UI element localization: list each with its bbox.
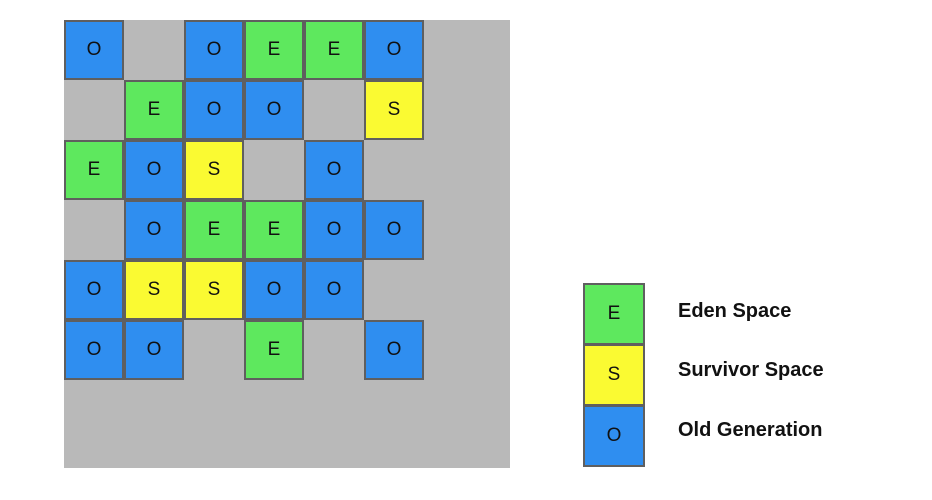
legend-label-old: Old Generation xyxy=(678,419,823,441)
eden-region: E xyxy=(184,200,244,260)
legend-swatch-eden: E xyxy=(583,283,645,345)
survivor-region: S xyxy=(364,80,424,140)
old-region: O xyxy=(64,20,124,80)
old-region: O xyxy=(304,200,364,260)
survivor-region: S xyxy=(124,260,184,320)
old-region: O xyxy=(124,200,184,260)
old-region: O xyxy=(364,320,424,380)
old-region: O xyxy=(64,260,124,320)
old-region: O xyxy=(244,260,304,320)
survivor-region: S xyxy=(184,140,244,200)
old-region: O xyxy=(124,140,184,200)
eden-region: E xyxy=(244,200,304,260)
legend-label-eden: Eden Space xyxy=(678,300,792,322)
old-region: O xyxy=(184,80,244,140)
old-region: O xyxy=(124,320,184,380)
old-region: O xyxy=(244,80,304,140)
eden-region: E xyxy=(244,20,304,80)
old-region: O xyxy=(184,20,244,80)
legend: E S O xyxy=(583,283,645,467)
old-region: O xyxy=(364,200,424,260)
survivor-region: S xyxy=(184,260,244,320)
eden-region: E xyxy=(124,80,184,140)
legend-swatch-survivor: S xyxy=(583,344,645,406)
eden-region: E xyxy=(244,320,304,380)
eden-region: E xyxy=(64,140,124,200)
legend-label-survivor: Survivor Space xyxy=(678,359,824,381)
old-region: O xyxy=(64,320,124,380)
eden-region: E xyxy=(304,20,364,80)
old-region: O xyxy=(304,140,364,200)
old-region: O xyxy=(304,260,364,320)
old-region: O xyxy=(364,20,424,80)
legend-swatch-old: O xyxy=(583,405,645,467)
